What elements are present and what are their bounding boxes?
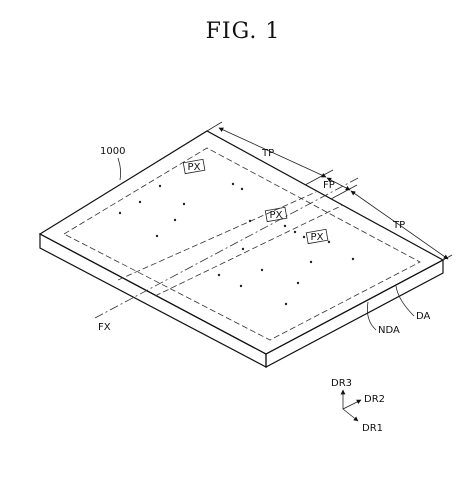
svg-text:PX: PX: [270, 210, 283, 221]
folding-axis-line: [94, 176, 361, 319]
pixel-dots: [118, 182, 355, 306]
folding-part-boundary-upper: [117, 191, 317, 281]
coordinate-axes: DR3 DR2 DR1: [331, 378, 385, 434]
axis-dr2-label: DR2: [364, 394, 385, 405]
panel-right-side: [265, 259, 444, 368]
label-nda: NDA: [378, 325, 400, 336]
panel-top-face: [38, 130, 445, 355]
axis-dr3-label: DR3: [331, 378, 352, 389]
leader-da: [395, 285, 415, 317]
label-da: DA: [416, 311, 431, 322]
axis-dr1-label: DR1: [362, 423, 383, 434]
label-fx: FX: [98, 322, 111, 333]
leader-device-1000: [117, 157, 122, 181]
label-device-1000: 1000: [100, 146, 125, 157]
folding-part-boundary-lower: [154, 204, 344, 297]
display-area-boundary: [63, 147, 421, 341]
pixel-px-1: PX: [182, 158, 206, 175]
pixel-px-3: PX: [305, 228, 329, 245]
dimension-lines: [206, 121, 453, 261]
svg-text:PX: PX: [188, 162, 201, 173]
panel-left-side: [39, 233, 267, 368]
label-tp-top: TP: [261, 148, 274, 159]
pixel-px-2: PX: [264, 206, 288, 223]
leader-nda: [366, 301, 377, 331]
svg-text:PX: PX: [311, 232, 324, 243]
label-fp: FP: [323, 180, 335, 191]
label-tp-right: TP: [392, 220, 405, 231]
figure-title: FIG. 1: [206, 19, 281, 44]
